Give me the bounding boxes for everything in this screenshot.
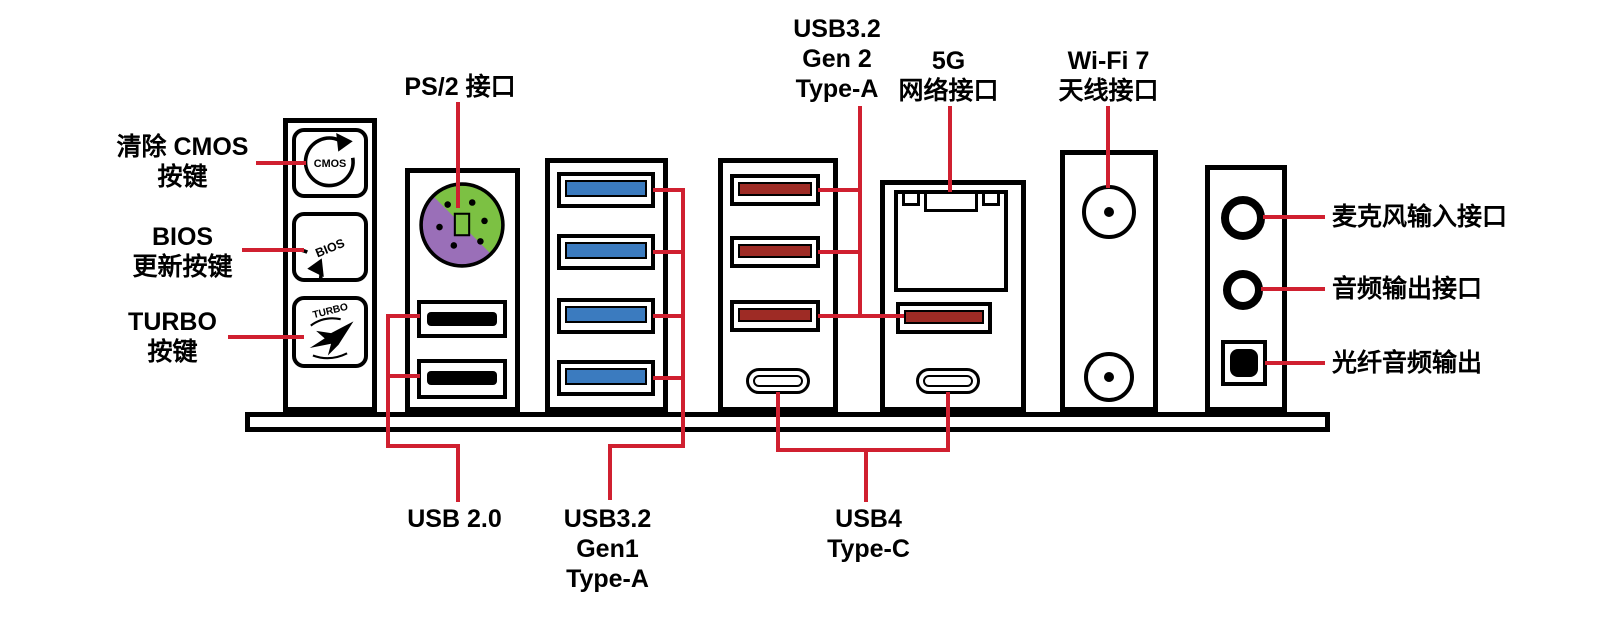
connector-line-optical: [1265, 361, 1325, 365]
usb4-typec-port: [916, 368, 980, 394]
label-bios-update: BIOS 更新按键: [132, 223, 233, 281]
port-tongue: [738, 244, 812, 258]
port-tongue: [565, 368, 647, 385]
usb32-gen1-port: [557, 234, 655, 270]
port-tongue: [565, 242, 647, 259]
antenna-pin: [1104, 207, 1114, 217]
port-tongue: [565, 180, 647, 197]
connector-line-usb2: [386, 374, 420, 378]
usb32-gen1-port: [557, 298, 655, 334]
lan-block: [880, 180, 1026, 412]
label-audio-out: 音频输出接口: [1332, 275, 1483, 303]
typec-opening: [923, 375, 973, 387]
port-tongue: [738, 182, 812, 196]
label-wifi7: Wi-Fi 7 天线接口: [1058, 47, 1159, 105]
connector-line-usb4: [864, 448, 868, 502]
ps2-usb2-block: [405, 168, 520, 412]
rj45-tab: [902, 194, 920, 206]
port-tongue: [738, 308, 812, 322]
usb32-gen1-block: [545, 158, 668, 412]
port-tongue: [904, 310, 984, 324]
connector-line-gen2: [858, 106, 862, 318]
usb4-typec-port: [746, 368, 810, 394]
label-usb32-gen1: USB3.2 Gen1 Type-A: [563, 505, 652, 593]
connector-line-usb2: [456, 444, 460, 502]
connector-line-cmos: [256, 161, 306, 165]
label-turbo: TURBO 按键: [128, 308, 217, 366]
connector-line-bios: [242, 248, 304, 252]
usb2-port: [417, 300, 507, 338]
usb32-gen2-port: [730, 174, 820, 206]
connector-line-gen2: [818, 188, 862, 192]
wifi-antenna-block: [1060, 150, 1158, 412]
connector-line-gen1: [608, 444, 612, 500]
baseline-bar: [245, 412, 1330, 432]
connector-line-5g: [948, 106, 952, 192]
label-usb4: USB4 Type-C: [827, 505, 910, 563]
buttons-block: CMOS BIOS TURBO: [283, 118, 377, 412]
label-clear-cmos: 清除 CMOS 按键: [116, 133, 249, 191]
rj45-tab: [982, 194, 1000, 206]
optical-opening: [1230, 349, 1258, 377]
typec-opening: [753, 375, 803, 387]
connector-line-gen2: [818, 250, 862, 254]
turbo-jet-icon: TURBO: [309, 302, 354, 360]
label-optical-out: 光纤音频输出: [1332, 349, 1483, 377]
mic-in-jack: [1221, 196, 1265, 240]
connector-line-turbo: [228, 335, 304, 339]
usb2-tongue: [427, 371, 497, 385]
label-5g-lan: 5G 网络接口: [898, 47, 999, 105]
label-mic-in: 麦克风输入接口: [1332, 203, 1508, 231]
connector-line-gen1: [653, 314, 685, 318]
connector-line-usb2: [386, 314, 390, 448]
connector-line-usb2: [386, 314, 420, 318]
optical-spdif-port: [1221, 340, 1267, 386]
connector-line-gen1: [653, 376, 685, 380]
connector-line-gen1: [653, 188, 685, 192]
rj45-latch: [924, 194, 978, 212]
usb32-gen2-block: [718, 158, 838, 412]
connector-line-usb4: [946, 392, 950, 452]
svg-text:CMOS: CMOS: [314, 158, 347, 170]
ps2-port-icon: [419, 182, 505, 268]
port-tongue: [565, 306, 647, 323]
usb32-gen1-port: [557, 360, 655, 396]
connector-line-usb4: [776, 448, 950, 452]
connector-line-wifi: [1106, 106, 1110, 188]
connector-line-audio: [1261, 287, 1325, 291]
bios-flashback-icon: BIOS: [296, 236, 347, 278]
connector-line-ps2: [456, 102, 460, 208]
connector-line-mic: [1263, 215, 1325, 219]
usb32-gen2-port: [896, 302, 992, 334]
svg-text:BIOS: BIOS: [313, 236, 346, 260]
wifi-antenna-connector: [1084, 352, 1134, 402]
label-usb32-gen2: USB3.2 Gen 2 Type-A: [793, 15, 881, 103]
bios-update-button: BIOS: [292, 212, 368, 282]
label-usb20: USB 2.0: [407, 505, 502, 533]
lan-rj45-port: [894, 190, 1008, 292]
usb32-gen2-port: [730, 236, 820, 268]
turbo-button: TURBO: [292, 296, 368, 368]
usb2-tongue: [427, 312, 497, 326]
antenna-pin: [1104, 372, 1114, 382]
line-out-jack: [1223, 270, 1263, 310]
cmos-reset-icon: CMOS: [303, 133, 355, 188]
usb32-gen1-port: [557, 172, 655, 208]
usb2-port: [417, 359, 507, 399]
usb32-gen2-port: [730, 300, 820, 332]
connector-line-gen1: [608, 444, 685, 448]
wifi-antenna-connector: [1082, 185, 1136, 239]
connector-line-gen1: [681, 188, 685, 448]
connector-line-gen1: [653, 250, 685, 254]
connector-line-usb4: [776, 392, 780, 452]
connector-line-usb2: [386, 444, 460, 448]
label-ps2: PS/2 接口: [404, 73, 516, 101]
connector-line-gen2: [818, 314, 904, 318]
